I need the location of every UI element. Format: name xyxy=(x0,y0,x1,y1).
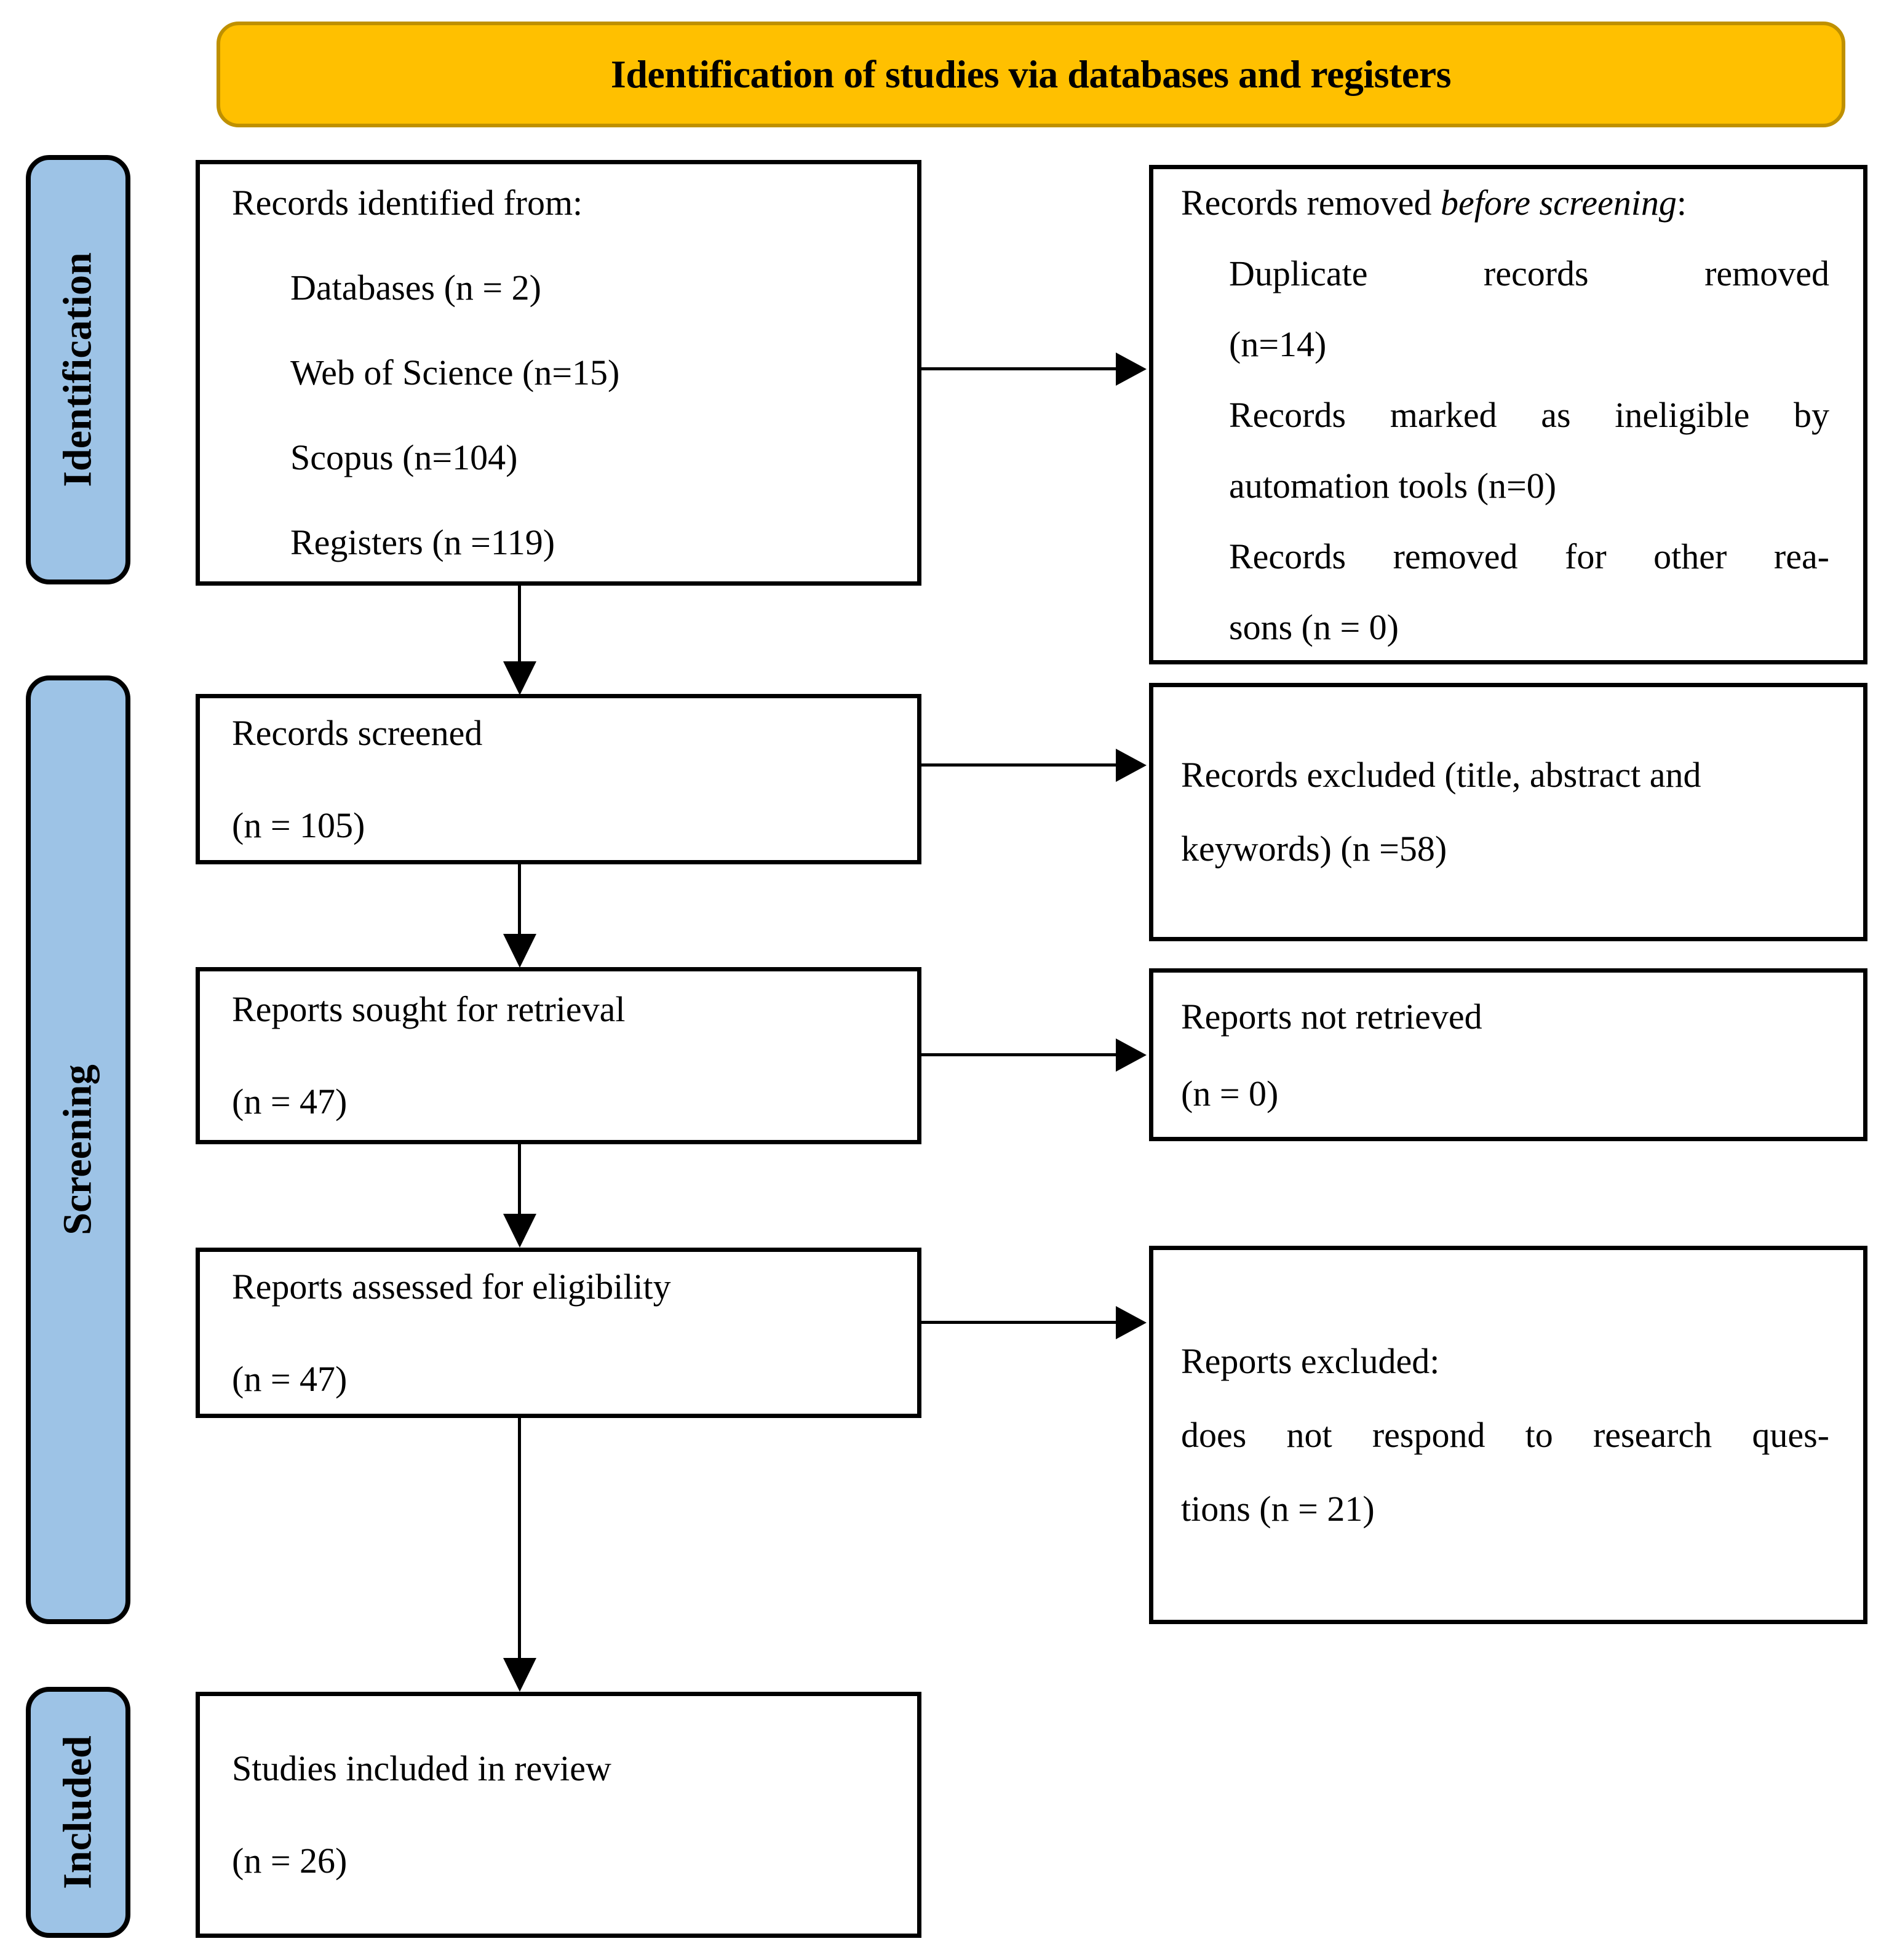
arrow-screened-to-sought-head xyxy=(503,934,536,968)
reports-not-retrieved-line-0: Reports not retrieved xyxy=(1181,996,1482,1037)
stage-label-included: Included xyxy=(26,1687,130,1938)
arrow-screened-to-excluded-line xyxy=(921,763,1117,767)
records-removed-line-3: Records marked as ineligible by xyxy=(1229,394,1829,435)
records-identified-line-3: Scopus (n=104) xyxy=(290,437,518,477)
stage-label-identification-text: Identification xyxy=(55,252,100,487)
records-identified-line-0: Records identified from: xyxy=(232,183,583,223)
arrow-assessed-to-included-line xyxy=(518,1417,521,1658)
box-studies-included: Studies included in review (n = 26) xyxy=(196,1692,921,1938)
arrow-assessed-to-reportsexcluded-line xyxy=(921,1321,1117,1324)
reports-assessed-line-0: Reports assessed for eligibility xyxy=(232,1266,671,1307)
records-removed-title-prefix: Records removed xyxy=(1181,182,1441,223)
records-identified-line-2: Web of Science (n=15) xyxy=(290,353,620,392)
reports-sought-line-1: (n = 47) xyxy=(232,1082,348,1121)
stage-label-identification: Identification xyxy=(26,155,130,584)
box-reports-excluded: Reports excluded: does not respond to re… xyxy=(1149,1246,1867,1624)
records-screened-line-1: (n = 105) xyxy=(232,805,365,845)
studies-included-line-0: Studies included in review xyxy=(232,1748,611,1788)
arrow-sought-to-assessed-head xyxy=(503,1214,536,1248)
records-excluded-line-1: keywords) (n =58) xyxy=(1181,829,1447,869)
reports-assessed-line-1: (n = 47) xyxy=(232,1358,348,1399)
records-removed-line-2: (n=14) xyxy=(1229,324,1327,364)
arrow-identified-to-removed-head xyxy=(1116,353,1147,386)
box-reports-not-retrieved: Reports not retrieved (n = 0) xyxy=(1149,968,1867,1141)
records-excluded-line-0: Records excluded (title, abstract and xyxy=(1181,755,1701,795)
reports-sought-line-0: Reports sought for retrieval xyxy=(232,989,626,1029)
reports-not-retrieved-line-1: (n = 0) xyxy=(1181,1073,1279,1113)
box-reports-sought: Reports sought for retrieval (n = 47) xyxy=(196,967,921,1144)
stage-label-screening-text: Screening xyxy=(55,1064,101,1235)
box-records-removed-before-screening: Records removed before screening: Duplic… xyxy=(1149,165,1867,664)
records-removed-line-4: automation tools (n=0) xyxy=(1229,465,1557,506)
arrow-screened-to-excluded-head xyxy=(1116,749,1147,782)
records-screened-line-0: Records screened xyxy=(232,712,483,753)
arrow-screened-to-sought-line xyxy=(518,864,521,935)
arrow-sought-to-notretrieved-line xyxy=(921,1053,1117,1056)
arrow-assessed-to-included-head xyxy=(503,1658,536,1692)
records-removed-line-1: Duplicate records removed xyxy=(1229,253,1829,293)
stage-label-included-text: Included xyxy=(55,1735,100,1889)
box-records-screened: Records screened (n = 105) xyxy=(196,694,921,864)
arrow-identified-to-screened-line xyxy=(518,586,521,661)
records-removed-title-italic: before screening xyxy=(1440,182,1677,223)
records-identified-line-4: Registers (n =119) xyxy=(290,522,555,562)
records-removed-line-5: Records removed for other rea- xyxy=(1229,536,1829,576)
studies-included-line-1: (n = 26) xyxy=(232,1841,348,1881)
records-removed-line-6: sons (n = 0) xyxy=(1229,607,1399,647)
arrow-identified-to-screened-head xyxy=(503,661,536,695)
banner-title: Identification of studies via databases … xyxy=(610,52,1452,96)
records-removed-title: Records removed before screening: xyxy=(1181,167,1829,238)
banner: Identification of studies via databases … xyxy=(217,22,1845,127)
reports-excluded-line-1: does not respond to research ques- xyxy=(1181,1414,1829,1455)
reports-excluded-line-0: Reports excluded: xyxy=(1181,1341,1440,1381)
arrow-sought-to-assessed-line xyxy=(518,1144,521,1215)
arrow-sought-to-notretrieved-head xyxy=(1116,1038,1147,1072)
records-removed-title-suffix: : xyxy=(1676,182,1687,223)
reports-excluded-line-2: tions (n = 21) xyxy=(1181,1488,1375,1529)
arrow-assessed-to-reportsexcluded-head xyxy=(1116,1306,1147,1339)
records-identified-line-1: Databases (n = 2) xyxy=(290,268,541,308)
box-records-identified: Records identified from: Databases (n = … xyxy=(196,160,921,586)
box-reports-assessed: Reports assessed for eligibility (n = 47… xyxy=(196,1248,921,1418)
box-records-excluded: Records excluded (title, abstract and ke… xyxy=(1149,683,1867,941)
stage-label-screening: Screening xyxy=(26,675,130,1624)
arrow-identified-to-removed-line xyxy=(921,367,1117,370)
